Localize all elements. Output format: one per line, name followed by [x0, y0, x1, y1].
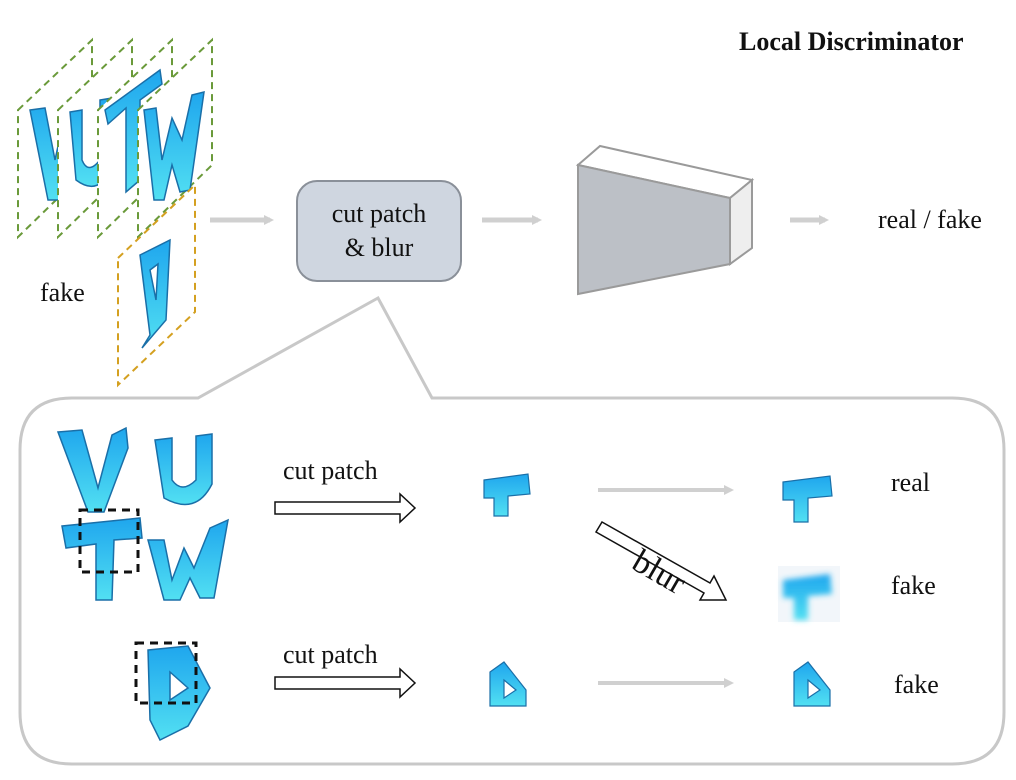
process-box: [296, 180, 462, 282]
patch-t-cut: [483, 473, 531, 517]
patch-selection-box-bottom: [134, 641, 198, 705]
detail-callout: [18, 295, 1006, 766]
patch-t-real: [782, 475, 833, 523]
cut-patch-label-top: cut patch: [283, 456, 378, 485]
patch-d-cut: [489, 661, 527, 707]
real-label: real: [891, 468, 930, 497]
detail-glyph-u: [154, 433, 213, 506]
process-box-label: cut patch & blur: [297, 181, 461, 281]
detail-glyph-t: [61, 517, 143, 601]
patch-t-blurred: [778, 566, 840, 622]
glyph-card-w: [137, 37, 213, 240]
discriminator-block: [575, 144, 755, 296]
detail-glyph-v: [56, 426, 129, 513]
cut-patch-label-bottom: cut patch: [283, 640, 378, 669]
patch-selection-box-top: [78, 508, 140, 574]
process-box-line1: cut patch: [331, 199, 427, 228]
glyph-card-d: [117, 182, 196, 388]
cut-patch-arrow-bottom: [274, 667, 417, 699]
detail-glyph-w: [147, 518, 229, 601]
process-box-line2: & blur: [344, 233, 414, 262]
fake-label-cut: fake: [894, 670, 939, 699]
cut-patch-arrow-top: [274, 492, 417, 524]
diagram-title: Local Discriminator: [739, 27, 964, 56]
fake-label-blurred: fake: [891, 571, 936, 600]
output-label: real / fake: [878, 205, 982, 234]
blur-arrow: [594, 520, 728, 601]
fake-glyph-stack: [17, 37, 213, 388]
patch-d-fake: [793, 661, 831, 707]
fake-input-label: fake: [40, 278, 85, 307]
